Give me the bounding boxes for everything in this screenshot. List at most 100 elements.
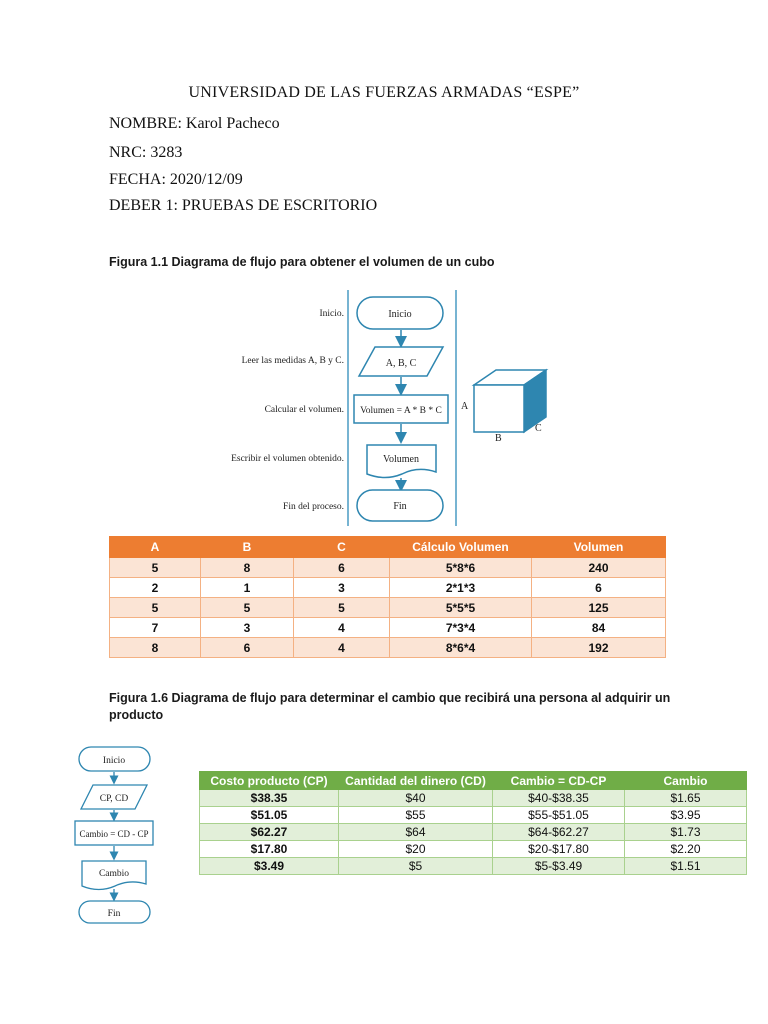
col-header-costo: Costo producto (CP) [199,771,339,790]
process-rectangle [353,394,449,424]
table-cell: 3 [293,577,390,598]
table-cell: 5 [200,597,294,618]
student-name: NOMBRE: Karol Pacheco [109,115,280,132]
table-cell: $5 [338,857,493,875]
output-document [366,444,437,479]
table-cell: $62.27 [199,823,339,841]
fc2-fin [78,900,151,924]
date-line: FECHA: 2020/12/09 [109,171,243,188]
table-cell: 84 [531,617,666,638]
fc2-inicio-text: Inicio [103,756,125,766]
table-row: 8 6 4 8*6*4 192 [109,637,666,658]
input-text: A, B, C [386,358,417,369]
table-cell: 240 [531,557,666,578]
table-cell: $55-$51.05 [492,806,625,824]
table-row: $17.80 $20 $20-$17.80 $2.20 [199,840,747,858]
figure2-flowchart: Inicio CP, CD Cambio = CD - CP Cambio Fi… [74,746,154,924]
volume-table: A B C Cálculo Volumen Volumen 5 8 6 5*8*… [109,536,666,658]
step-label-fin: Fin del proceso. [283,502,344,512]
col-header-b: B [200,536,294,558]
fc2-input-text: CP, CD [100,794,129,804]
table-cell: 5*8*6 [389,557,532,578]
step-label-inicio: Inicio. [319,309,344,319]
step-label-escribir: Escribir el volumen obtenido. [231,454,344,464]
step-label-calcular: Calcular el volumen. [265,405,344,415]
cube-label-c: C [535,423,542,434]
table-cell: 125 [531,597,666,618]
table-cell: $2.20 [624,840,747,858]
table-cell: $5-$3.49 [492,857,625,875]
fc2-input [79,784,149,810]
table-row: $62.27 $64 $64-$62.27 $1.73 [199,823,747,841]
col-header-calculo: Cálculo Volumen [389,536,532,558]
table-row: 5 8 6 5*8*6 240 [109,557,666,578]
table-row: 2 1 3 2*1*3 6 [109,577,666,598]
table-cell: 4 [293,617,390,638]
table-cell: 6 [531,577,666,598]
step-label-leer: Leer las medidas A, B y C. [242,356,344,366]
table-cell: 2 [109,577,201,598]
table-cell: 192 [531,637,666,658]
table-cell: 5*5*5 [389,597,532,618]
table-cell: 5 [109,557,201,578]
table-cell: $51.05 [199,806,339,824]
fc2-process-text: Cambio = CD - CP [79,829,148,839]
change-table: Costo producto (CP) Cantidad del dinero … [199,771,747,875]
fc2-fin-text: Fin [108,909,121,919]
table-cell: $38.35 [199,789,339,807]
table-cell: 6 [293,557,390,578]
table-cell: $64 [338,823,493,841]
table-cell: $17.80 [199,840,339,858]
university-title: UNIVERSIDAD DE LAS FUERZAS ARMADAS “ESPE… [188,84,580,101]
change-table-header: Costo producto (CP) Cantidad del dinero … [199,771,747,790]
terminator-inicio [356,296,444,330]
terminator-fin-text: Fin [393,501,406,512]
table-cell: 7*3*4 [389,617,532,638]
table-cell: 6 [200,637,294,658]
figure2-caption-line1: Figura 1.6 Diagrama de flujo para determ… [109,691,671,705]
table-row: $51.05 $55 $55-$51.05 $3.95 [199,806,747,824]
fc2-process [74,820,154,846]
volume-table-header: A B C Cálculo Volumen Volumen [109,536,666,558]
cube-label-b: B [495,433,502,444]
table-cell: 8*6*4 [389,637,532,658]
col-header-c: C [293,536,390,558]
table-cell: $40-$38.35 [492,789,625,807]
table-cell: $3.49 [199,857,339,875]
process-text: Volumen = A * B * C [360,406,442,416]
fc2-output-text: Cambio [99,869,129,879]
table-cell: 2*1*3 [389,577,532,598]
table-row: $3.49 $5 $5-$3.49 $1.51 [199,857,747,875]
terminator-inicio-text: Inicio [388,309,411,320]
col-header-volumen: Volumen [531,536,666,558]
table-cell: $1.65 [624,789,747,807]
figure1-caption: Figura 1.1 Diagrama de flujo para obtene… [109,255,495,269]
table-cell: $1.51 [624,857,747,875]
figure2-caption-line2: producto [109,708,164,722]
table-cell: 8 [200,557,294,578]
table-cell: $64-$62.27 [492,823,625,841]
terminator-fin [356,489,444,522]
table-cell: $40 [338,789,493,807]
table-cell: $20 [338,840,493,858]
output-text: Volumen [383,454,419,465]
table-cell: 5 [293,597,390,618]
col-header-a: A [109,536,201,558]
table-cell: 5 [109,597,201,618]
cube-illustration [471,368,549,434]
table-cell: 1 [200,577,294,598]
table-cell: 3 [200,617,294,638]
assignment-title: DEBER 1: PRUEBAS DE ESCRITORIO [109,197,378,214]
nrc-line: NRC: 3283 [109,144,183,161]
col-header-cambio: Cambio [624,771,747,790]
table-cell: $3.95 [624,806,747,824]
table-cell: 4 [293,637,390,658]
table-row: $38.35 $40 $40-$38.35 $1.65 [199,789,747,807]
table-cell: $1.73 [624,823,747,841]
table-row: 5 5 5 5*5*5 125 [109,597,666,618]
table-cell: 8 [109,637,201,658]
fc2-inicio [78,746,151,772]
cube-label-a: A [461,401,469,412]
table-cell: $20-$17.80 [492,840,625,858]
col-header-cantidad: Cantidad del dinero (CD) [338,771,493,790]
